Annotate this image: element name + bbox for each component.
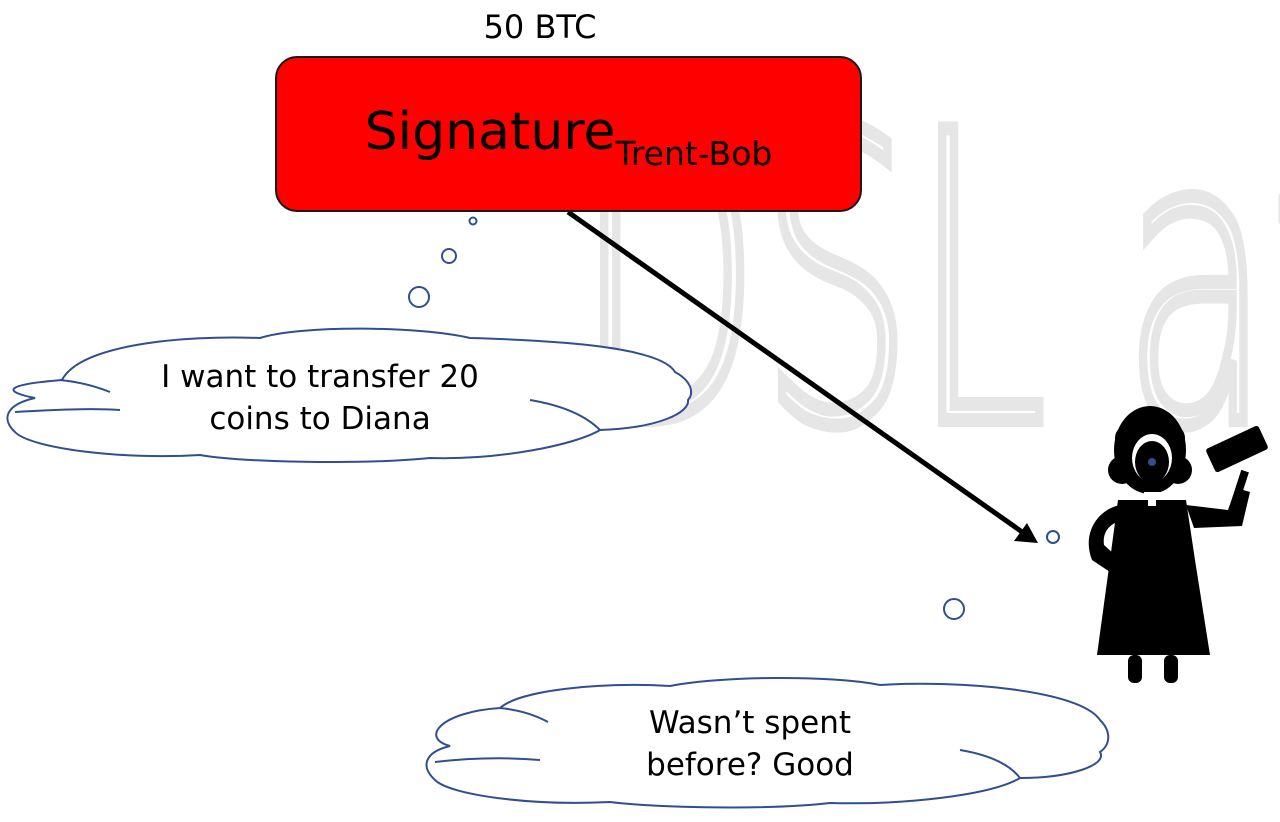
signature-main: Signature xyxy=(364,102,616,162)
cloud-1-fold-left xyxy=(14,408,121,413)
signature-subscript: Trent-Bob xyxy=(615,134,773,173)
cloud-1-fold-top xyxy=(59,379,111,393)
verification-arrow xyxy=(566,209,1038,543)
signature-box: SignatureTrent-Bob xyxy=(275,56,862,212)
cloud-2-line-2: before? Good xyxy=(646,747,854,783)
signature-label: SignatureTrent-Bob xyxy=(277,102,860,173)
thought-cloud-1-text: I want to transfer 20 coins to Diana xyxy=(100,356,540,440)
thought-cloud-2-text: Wasn’t spent before? Good xyxy=(560,702,940,786)
cloud-2-fold-left xyxy=(434,757,541,763)
thought-bubbles-2 xyxy=(943,530,1060,620)
judge-with-gavel-icon xyxy=(1088,406,1268,683)
cloud-2-fold-top xyxy=(499,707,549,723)
cloud-1-fold-right xyxy=(529,399,601,431)
cloud-2-fold-right xyxy=(959,749,1021,779)
amount-label: 50 BTC xyxy=(483,8,597,46)
thought-bubbles-1 xyxy=(408,216,478,308)
thought-cloud-2-shape xyxy=(425,676,1110,809)
cloud-2-line-1: Wasn’t spent xyxy=(648,705,852,741)
cloud-1-line-1: I want to transfer 20 xyxy=(161,359,479,395)
cloud-1-line-2: coins to Diana xyxy=(209,401,431,437)
